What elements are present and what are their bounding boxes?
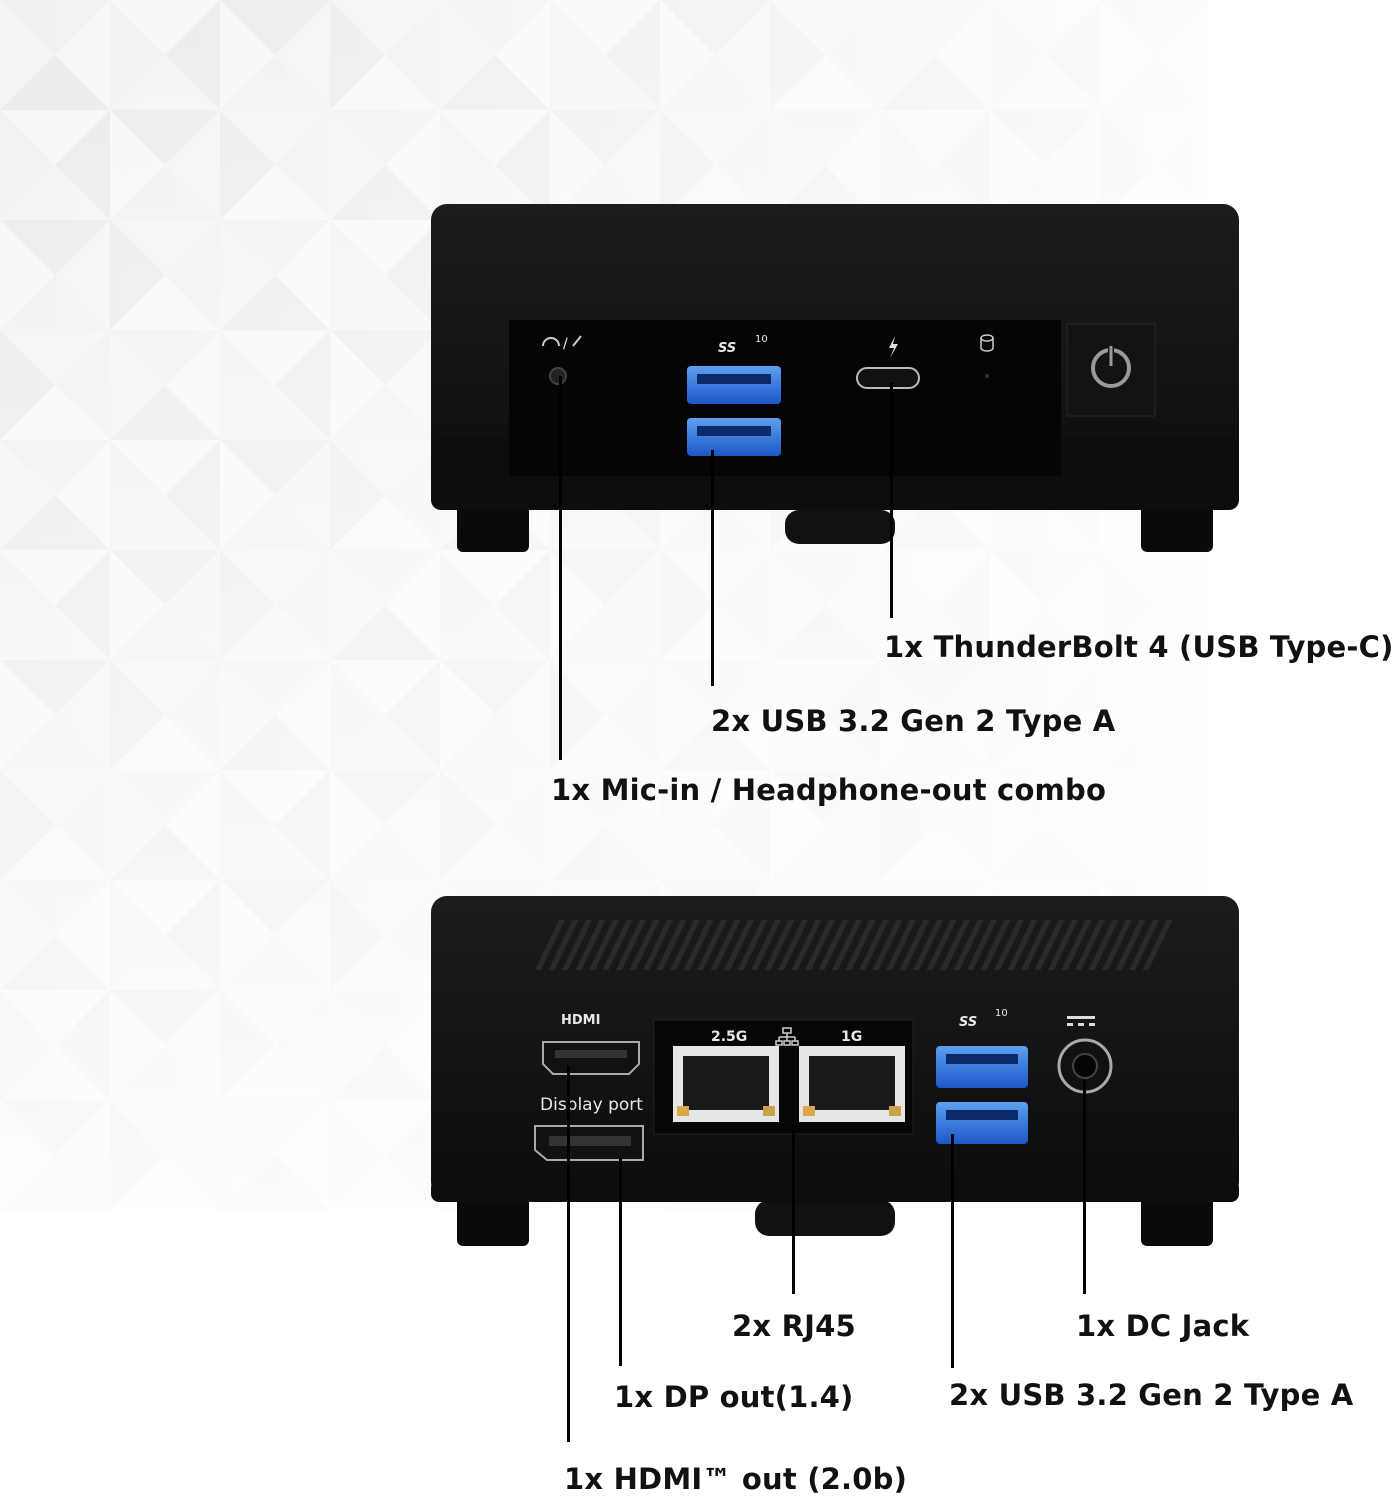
vent-slot	[616, 920, 646, 970]
hdmi-out-label: 1x HDMI™ out (2.0b)	[564, 1462, 908, 1496]
svg-text:/: /	[563, 336, 568, 352]
vent-slot	[859, 920, 889, 970]
svg-text:SS: SS	[718, 341, 736, 356]
vent-slot	[953, 920, 984, 970]
vent-slot	[1142, 920, 1173, 970]
callout-line-audio	[559, 376, 562, 760]
rj45-label: 2x RJ45	[732, 1309, 856, 1343]
vent-slot	[980, 920, 1011, 970]
headphone-mic-icon: /	[542, 335, 582, 352]
vent-slot	[1048, 920, 1078, 970]
vent-slot	[656, 920, 687, 970]
vent-slot	[818, 920, 849, 970]
vent-slot	[778, 920, 808, 970]
thunderbolt-label: 1x ThunderBolt 4 (USB Type-C)	[884, 630, 1394, 664]
vent-slot	[1075, 920, 1105, 970]
vent-slot	[1061, 920, 1092, 970]
power-icon[interactable]	[1091, 342, 1131, 388]
vent-slot	[548, 920, 579, 970]
usb-a-port[interactable]	[687, 418, 781, 456]
usb-a-port[interactable]	[936, 1102, 1028, 1144]
vent-slot	[602, 920, 633, 970]
rj45-port[interactable]	[799, 1046, 905, 1122]
vent-slot	[926, 920, 957, 970]
vent-slot	[872, 920, 903, 970]
svg-text:Display port: Display port	[540, 1095, 643, 1115]
vent-slot	[1034, 920, 1065, 970]
vent-slot	[589, 920, 619, 970]
callout-line-front-usb	[711, 450, 714, 686]
front-device: / SS 10	[431, 204, 1239, 552]
svg-text:1G: 1G	[841, 1029, 862, 1045]
vent-slot	[832, 920, 862, 970]
vent-slot	[1088, 920, 1119, 970]
audio-label: 1x Mic-in / Headphone-out combo	[551, 773, 1107, 807]
vent-slot	[683, 920, 714, 970]
vent-slot	[1129, 920, 1159, 970]
vent-slot	[670, 920, 700, 970]
vent-slot	[886, 920, 916, 970]
callout-line-hdmi	[567, 1066, 570, 1442]
rj45-port[interactable]	[673, 1046, 779, 1122]
vent-slot	[805, 920, 835, 970]
usb-a-port[interactable]	[687, 366, 781, 404]
vent-slot	[940, 920, 970, 970]
vent-slot	[1007, 920, 1038, 970]
vent-slot	[562, 920, 592, 970]
vent-slot	[751, 920, 781, 970]
usb-c-port[interactable]	[856, 367, 920, 389]
vent-slot	[710, 920, 741, 970]
vent-slot	[1021, 920, 1051, 970]
vent-slot	[899, 920, 930, 970]
dc-jack-label: 1x DC Jack	[1076, 1309, 1250, 1343]
svg-text:HDMI: HDMI	[561, 1013, 600, 1028]
front-usb-label: 2x USB 3.2 Gen 2 Type A	[711, 704, 1116, 738]
vent-slot	[764, 920, 795, 970]
vent-slot	[994, 920, 1024, 970]
network-icon	[775, 1027, 799, 1046]
audio-jack[interactable]	[549, 367, 567, 385]
vent-slot	[629, 920, 660, 970]
vent-slot	[724, 920, 754, 970]
callout-line-rj45	[792, 1124, 795, 1294]
vent-slot	[1115, 920, 1146, 970]
vent-slot	[1102, 920, 1132, 970]
lightning-icon	[889, 336, 898, 358]
svg-text:2.5G: 2.5G	[711, 1029, 747, 1045]
svg-text:10: 10	[995, 1008, 1008, 1019]
callout-line-rear-usb	[951, 1134, 954, 1368]
vent-slot	[535, 920, 565, 970]
dc-power-icon	[1067, 1016, 1095, 1026]
callout-line-thunderbolt	[890, 383, 893, 618]
callout-line-dc	[1083, 1080, 1086, 1294]
dp-out-label: 1x DP out(1.4)	[614, 1380, 854, 1414]
hdd-activity-icon	[980, 334, 994, 352]
vent-slot	[913, 920, 943, 970]
vent-slot	[845, 920, 876, 970]
vent-slot	[697, 920, 727, 970]
vent-slot	[791, 920, 822, 970]
usb-a-port[interactable]	[936, 1046, 1028, 1088]
svg-text:SS: SS	[959, 1015, 977, 1030]
vent-slot	[737, 920, 768, 970]
rear-device: HDMI Display port 2.5G 1G SS 10	[431, 896, 1239, 1246]
svg-text:10: 10	[755, 334, 768, 345]
vent-slot	[967, 920, 997, 970]
vent-slot	[575, 920, 606, 970]
vent-slot	[643, 920, 673, 970]
rear-usb-label: 2x USB 3.2 Gen 2 Type A	[949, 1378, 1354, 1412]
callout-line-dp	[619, 1158, 622, 1366]
